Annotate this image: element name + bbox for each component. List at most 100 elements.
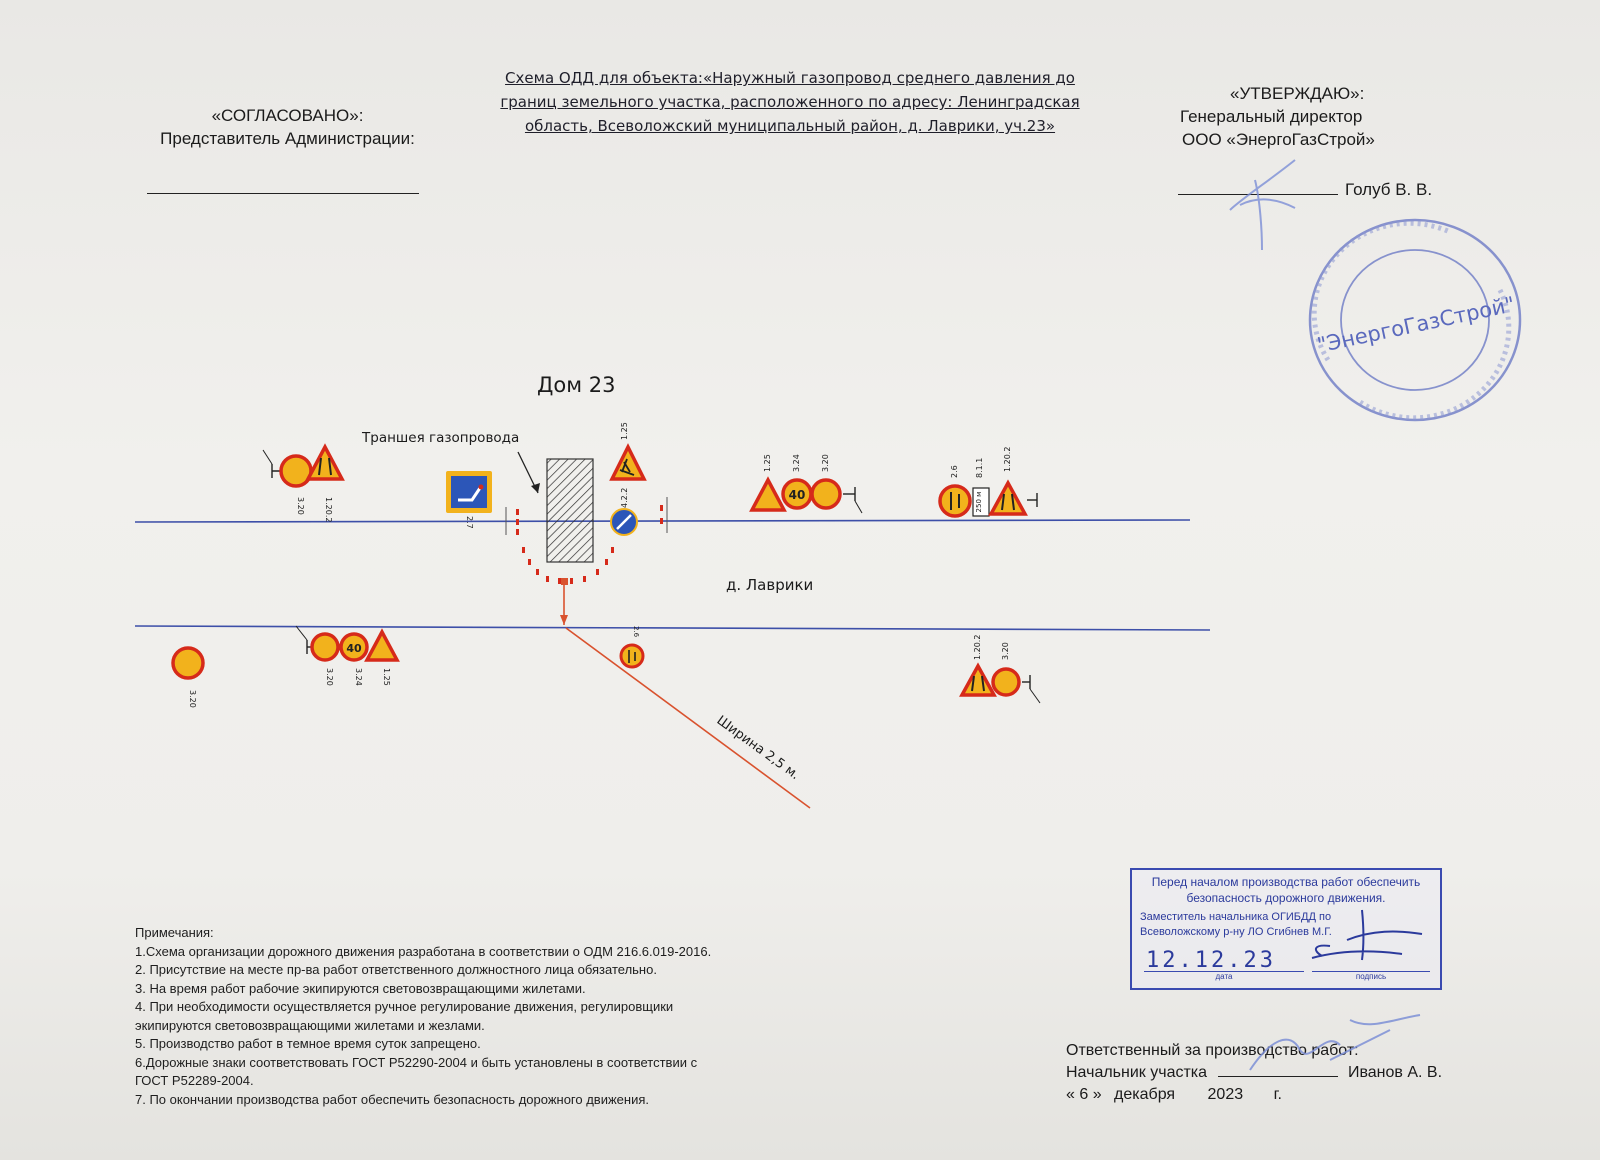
sign-group-se: 1.20.2 3.20: [959, 635, 1041, 704]
speed-limit-value-2: 40: [346, 642, 362, 655]
village-label: д. Лаврики: [726, 576, 813, 594]
sign-group-east: 250 м 2.6 8.1.1 1.20.2: [938, 447, 1038, 518]
notes-block: Примечания: 1.Схема организации дорожног…: [135, 924, 711, 1109]
sign-code-nw-2: 1.20.2: [324, 497, 333, 522]
scheme-title: Схема ОДД для объекта:«Наружный газопров…: [470, 66, 1110, 138]
responsible-role: Начальник участка: [1066, 1064, 1208, 1081]
approve-role: Генеральный директор: [1180, 107, 1363, 126]
sign-code-1202-a: 1.20.2: [1003, 447, 1012, 472]
no-overtaking-end-sign-icon: [171, 646, 205, 680]
responsible-year-suffix: г.: [1273, 1086, 1282, 1103]
sign-code-125-c: 1.25: [382, 668, 391, 686]
sign-group-ne-speed: 40 1.25 3.24 3.20: [749, 454, 863, 514]
sign-group-trench-east: 1.25 4.2.2: [609, 422, 647, 536]
police-stamp-line-1: Перед началом производства работ обеспеч…: [1151, 875, 1421, 889]
oncoming-priority-sign-icon-2: [619, 643, 645, 669]
sign-code-811: 8.1.1: [975, 458, 984, 478]
agreed-title: «СОГЛАСОВАНО»:: [211, 106, 364, 125]
agreed-block: «СОГЛАСОВАНО»: Представитель Администрац…: [140, 104, 435, 150]
lane-arrow-icon: [458, 487, 482, 502]
police-stamp-line-2: безопасность дорожного движения.: [1186, 891, 1386, 905]
speed-limit-value: 40: [789, 488, 806, 502]
sign-code-422: 4.2.2: [620, 488, 629, 508]
road-edge-south: [134, 625, 1211, 631]
distance-plate: [972, 487, 990, 517]
police-stamp-date: 12.12.23: [1146, 948, 1276, 973]
note-4: 4. При необходимости осуществляется ручн…: [135, 999, 674, 1014]
oncoming-priority-sign-icon: [938, 484, 972, 518]
note-5: 5. Производство работ в темное время сут…: [135, 1036, 481, 1051]
agreed-role: Представитель Администрации:: [160, 129, 415, 148]
approve-title: «УТВЕРЖДАЮ»:: [1230, 84, 1365, 103]
sign-code-324-a: 3.24: [792, 454, 801, 472]
sign-code-26-b: 2.6: [632, 626, 640, 638]
house-label: Дом 23: [537, 373, 616, 397]
company-seal: "ЭнергоГазСтрой": [1308, 218, 1522, 422]
road-narrows-sign-icon-2: [988, 479, 1028, 516]
approve-org: ООО «ЭнергоГазСтрой»: [1182, 130, 1375, 149]
roadworks-sign-icon-3: [364, 628, 400, 662]
police-approval-stamp: Перед началом производства работ обеспеч…: [1130, 868, 1442, 990]
scheme-title-line-3: область, Всеволожский муниципальный райо…: [524, 117, 1056, 135]
responsible-date-row: « 6 » декабря 2023 г.: [1066, 1084, 1442, 1106]
approve-name: Голуб В. В.: [1345, 180, 1433, 199]
sign-group-sw-speed: 40 3.20 3.24 1.25: [295, 625, 400, 686]
sign-group-sw-single: 3.20: [171, 646, 205, 708]
police-stamp-sign-caption: подпись: [1312, 971, 1430, 981]
no-overtaking-sign-icon: [279, 454, 313, 488]
road-narrows-sign-icon-3: [959, 662, 997, 697]
pipe-diagonal: [565, 627, 811, 809]
responsible-name: Иванов А. В.: [1347, 1064, 1443, 1081]
distance-plate-text: 250 м: [975, 492, 983, 513]
note-4-cont: экипируются световозвращающими жилетами …: [135, 1017, 485, 1033]
responsible-signature-line: [1217, 1076, 1338, 1077]
note-1: 1.Схема организации дорожного движения р…: [135, 943, 712, 959]
director-signature: [1229, 159, 1296, 251]
responsible-title: Ответственный за производство работ:: [1066, 1042, 1359, 1059]
roadworks-sign-icon: [609, 443, 647, 481]
note-7: 7. По окончании производства работ обесп…: [135, 1091, 649, 1107]
cone-row: [516, 505, 663, 584]
responsible-block: Ответственный за производство работ: Нач…: [1066, 1040, 1442, 1106]
gas-trench: [546, 458, 594, 563]
approve-block: «УТВЕРЖДАЮ»: Генеральный директор ООО «Э…: [1160, 82, 1470, 151]
scheme-title-line-1: Схема ОДД для объекта:«Наружный газопров…: [505, 69, 1075, 87]
speed-limit-sign-icon-2: [339, 632, 369, 662]
road-narrows-sign-icon: [305, 443, 345, 481]
police-stamp-date-caption: дата: [1144, 971, 1304, 981]
width-label: Ширина 2,5 м.: [714, 713, 802, 783]
responsible-year: 2023: [1207, 1086, 1244, 1103]
agreed-signature-line: [147, 193, 419, 194]
police-signature: [1311, 909, 1423, 961]
sign-code-320-d: 3.20: [1001, 642, 1010, 660]
sign-code-26-a: 2.6: [950, 465, 959, 478]
sign-code-nw-1: 3.20: [296, 497, 305, 515]
no-overtaking-sign-icon-2: [810, 478, 842, 510]
sign-code-125-a: 1.25: [620, 422, 629, 440]
note-2: 2. Присутствие на месте пр-ва работ отве…: [135, 962, 657, 977]
roadworks-sign-icon-2: [749, 476, 787, 512]
responsible-role-row: Начальник участка Иванов А. В.: [1066, 1062, 1442, 1084]
sign-group-s-mid: 2.6: [619, 626, 645, 669]
trench-label: Траншея газопровода: [361, 430, 519, 446]
sign-group-nw: 3.20 1.20.2: [262, 443, 345, 522]
trench-leader-arrowhead: [531, 483, 540, 493]
note-3: 3. На время работ рабочие экипируются св…: [135, 980, 586, 996]
note-6-cont: ГОСТ Р52289-2004.: [135, 1073, 254, 1088]
police-stamp-line-4: Всеволожскому р-ну ЛО Сгибнев М.Г.: [1140, 926, 1332, 938]
sign-code-320-c: 3.20: [325, 668, 334, 686]
sign-code-320-b: 3.20: [188, 690, 197, 708]
sign-lane-change: 2.7: [446, 471, 492, 529]
no-overtaking-sign-icon-3: [310, 632, 340, 662]
notes-heading: Примечания:: [135, 925, 214, 940]
responsible-day: « 6 »: [1066, 1086, 1102, 1103]
responsible-month: декабря: [1114, 1086, 1176, 1103]
sign-code-320-a: 3.20: [821, 454, 830, 472]
sign-code-27: 2.7: [465, 516, 474, 529]
responsible-signature: [1249, 1014, 1421, 1071]
sign-code-125-b: 1.25: [763, 454, 772, 472]
police-stamp-line-3: Заместитель начальника ОГИБДД по: [1140, 911, 1332, 923]
no-overtaking-sign-icon-4: [991, 667, 1021, 697]
